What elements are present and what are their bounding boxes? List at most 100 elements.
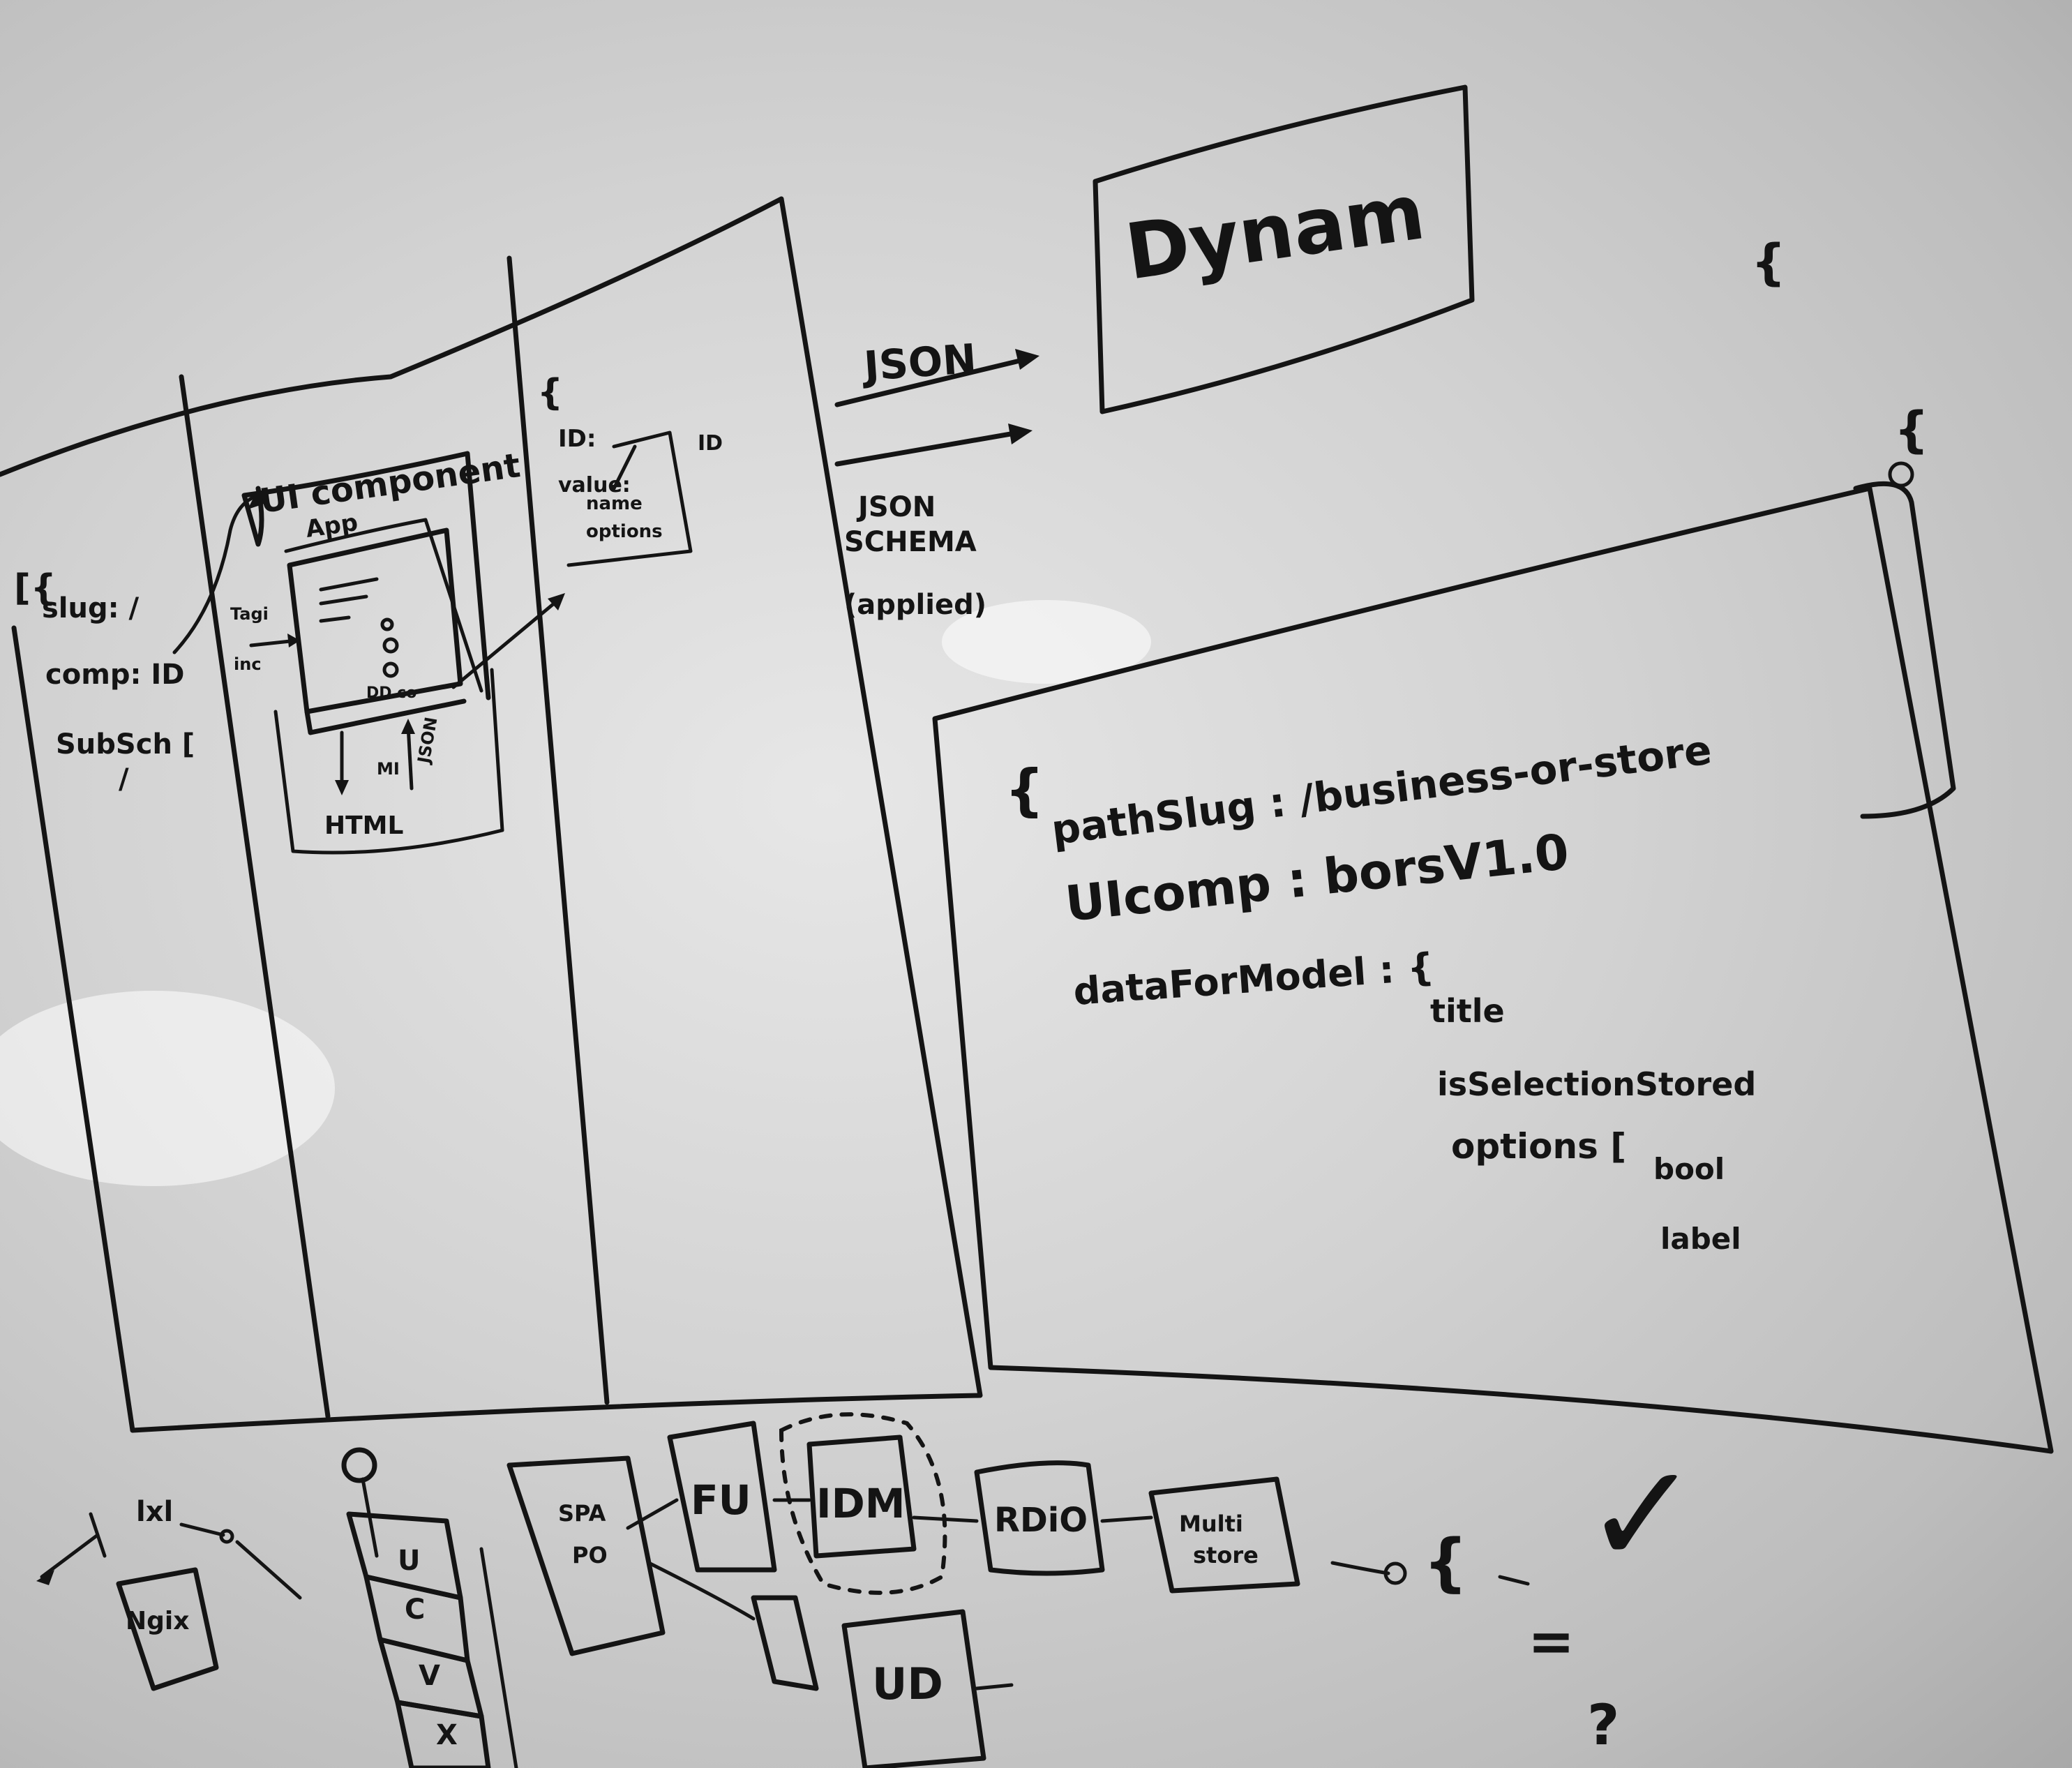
inner-ui-dot-1 [380,617,394,631]
tag-input-arrowhead [287,634,300,647]
json-arrow [834,357,1028,407]
rdio-box-label: RDiO [994,1501,1088,1540]
ml-label: MI [377,759,400,779]
multi-to-brace-dot [1383,1561,1407,1585]
col1-brace: [{ [14,567,57,609]
checkmark: ✓ [1584,1434,1701,1596]
dynamic-box-outline [1093,84,1475,414]
col1-mark: / [119,763,129,795]
left-column-1: [{ slug: / comp: ID SubSch [ / [14,488,269,795]
equals-sign: = [1528,1609,1575,1674]
spa-to-fu-connector [626,1498,679,1530]
model-item-is-selection-stored: isSelectionStored [1437,1065,1756,1103]
rdio-to-multi-connector [1100,1515,1153,1523]
left-column-2: UI component App DD co Tagi inc HTML MI … [230,446,565,855]
col1-link-arrow [172,493,260,654]
stack-letter-2: C [405,1594,425,1626]
ui-component-outer-box [241,451,491,701]
ud-box [841,1609,986,1768]
nav-left-arrowhead [36,1570,54,1585]
html-down-arrowhead [335,780,349,795]
glare-reflection-center [942,600,1151,684]
left-panel-divider-3 [506,255,610,1405]
model-item-options: options [ [1451,1126,1626,1167]
json-up-arrow [406,724,414,791]
col3-name: name [586,493,643,514]
col3-id-box-label: ID [698,431,723,456]
nav-box-label: Ngix [126,1607,189,1635]
json-label: JSON [414,715,442,766]
bottom-row: lxl Ngix U C V X SPA PO FU IDM [36,1412,1701,1768]
component-outer-frame [273,668,504,855]
dynamic-box: Dynam [1093,84,1475,414]
multi-store-line-2: store [1193,1542,1259,1568]
model-brace: { [1005,758,1044,823]
model-box-pin [1888,461,1914,488]
fu-box-label: FU [691,1476,751,1524]
multi-to-brace-connector [1330,1561,1390,1575]
fu-box [667,1421,777,1573]
schema-arrowhead [1008,424,1033,444]
model-box-outline [932,486,2054,1454]
idm-box [806,1434,917,1559]
left-panel-divider-1 [11,625,135,1433]
stack-letter-4: X [436,1719,458,1751]
left-column-3: { ID: value: ID name options [537,372,723,567]
multi-store-box [1148,1476,1300,1594]
model-path-slug: pathSlug : /business-or-store [1049,726,1714,854]
nav-left-arrow [40,1533,100,1579]
idm-to-rdio-connector [912,1515,979,1523]
spa-box [506,1455,666,1656]
model-box-back-page [1853,481,1956,819]
multi-store-line-1: Multi [1179,1511,1243,1537]
nav-tick [89,1512,107,1558]
to-col3-arrow [451,598,560,689]
spa-box-line-1: SPA [558,1500,606,1527]
left-panel: [{ slug: / comp: ID SubSch [ / UI compon… [0,196,983,1433]
nav-connector-dot [219,1529,234,1544]
col3-value-arrow [612,444,637,490]
ud-box-label: UD [872,1658,943,1709]
nav-connector-2 [235,1540,302,1600]
question-mark: ? [1587,1693,1619,1758]
schema-label-3: (applied) [844,589,986,621]
tag-side-label: inc [234,654,262,674]
stack-top-circle [341,1447,377,1483]
stack-side-line [479,1547,518,1768]
dynamic-box-title: Dynam [1120,167,1430,297]
json-arrowhead [1015,349,1039,370]
app-box [284,518,483,693]
to-col3-arrowhead [548,593,565,610]
col1-slug: slug: / [42,592,140,624]
ui-component-title: UI component [257,446,523,521]
right-brace-top: { [1751,234,1786,291]
stack-letter-1: U [398,1545,420,1577]
nav-box [116,1567,219,1691]
col3-brace: { [537,372,563,414]
idm-dashed-boundary [779,1412,947,1595]
model-option-label: label [1660,1222,1741,1256]
nav-connector [179,1522,225,1537]
inner-ui-lines [319,577,379,623]
ud-connector [975,1683,1014,1691]
schema-arrow [834,430,1021,467]
rdio-box [974,1460,1105,1576]
transfer-arrows: JSON JSON SCHEMA (applied) [834,335,1039,621]
spa-box-line-2: PO [572,1542,608,1568]
col3-value-box [566,430,693,567]
glare-reflection-left [0,991,335,1186]
model-option-bool: bool [1653,1152,1725,1186]
stack-letter-3: V [419,1660,440,1692]
json-up-arrowhead [401,719,415,734]
model-item-title: title [1430,992,1505,1030]
bottom-dash [1498,1575,1530,1586]
nav-label: lxl [136,1496,173,1528]
inner-ui-dot-2 [382,637,399,654]
tag-input-label: Tagi [230,604,269,624]
stack-box-4 [395,1700,491,1768]
right-brace-second: { [1894,401,1929,458]
left-panel-outline [0,196,983,1433]
spa-to-ud-connector [647,1561,756,1621]
col3-id: ID: [558,425,596,453]
json-arrow-label: JSON [859,335,978,390]
